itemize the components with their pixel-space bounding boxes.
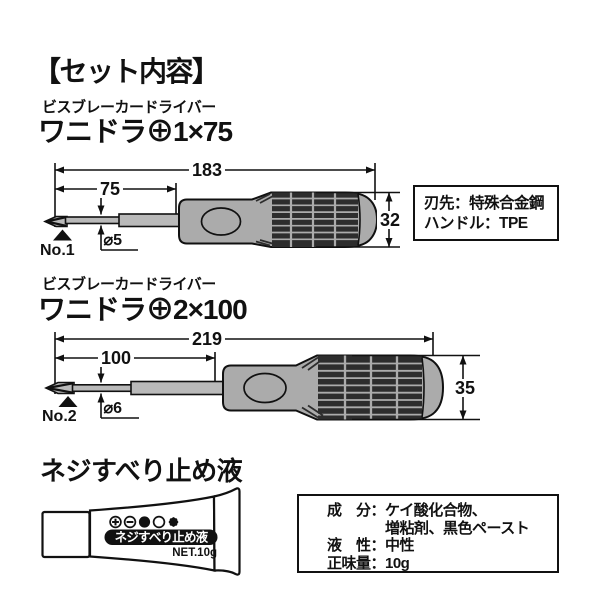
tube-cap	[41, 510, 91, 559]
round-head-icon	[152, 515, 166, 529]
driver2-shaft	[71, 383, 134, 393]
spec-handle-material: ハンドル：TPE	[424, 215, 528, 232]
spec-ingredients-line2: 増粘剤、黒色ペースト	[327, 519, 530, 537]
driver1-overall-length: 183	[188, 161, 226, 179]
tube-crimp-end	[212, 487, 241, 576]
driver2-shaft-length: 100	[97, 349, 135, 367]
driver1-spec-box: 刃先：特殊合金鋼 ハンドル：TPE	[413, 185, 559, 241]
driver1-illustration	[43, 191, 379, 248]
driver2-shaft-diameter: ⌀6	[103, 400, 123, 417]
driver2-name: ワニドラ⊕2×100	[38, 294, 248, 325]
driver1-category: ビスブレーカードライバー	[42, 99, 216, 116]
driver1-tip-pointer	[53, 229, 72, 241]
torx-screw-icon	[168, 517, 179, 527]
phillips-screw-icon	[109, 515, 122, 529]
driver1-name: ワニドラ⊕1×75	[38, 116, 233, 147]
spec-net-amount: 正味量：10g	[327, 554, 410, 572]
driver1-handle-oval	[200, 207, 242, 236]
driver2-handle-diameter: 35	[451, 378, 479, 397]
driver1-bolster	[118, 213, 181, 228]
driver2-illustration	[44, 354, 445, 421]
driver2-overall-length: 219	[188, 330, 226, 348]
liquid-spec-box: 成 分：ケイ酸化合物、 増粘剤、黒色ペースト 液 性：中性 正味量：10g	[297, 494, 559, 573]
page-title: 【セット内容】	[33, 56, 220, 87]
slotted-screw-icon	[123, 515, 137, 529]
hex-head-icon	[138, 516, 151, 528]
tube-illustration: ネジすべり止め液 NET.10g	[41, 487, 241, 576]
driver2-grip-ribs	[315, 355, 422, 420]
driver2-tip-number: No.2	[42, 408, 77, 425]
driver1-tip-number: No.1	[40, 242, 75, 259]
driver1-grip-ribs	[269, 192, 358, 247]
driver1-shaft-diameter: ⌀5	[103, 232, 123, 249]
spec-liquid-ph: 液 性：中性	[327, 537, 415, 554]
driver2-tip-pointer	[58, 396, 78, 407]
driver2-category: ビスブレーカードライバー	[42, 276, 216, 293]
driver1-shaft	[64, 216, 122, 225]
spec-blade-material: 刃先：特殊合金鋼	[424, 195, 545, 212]
tube-net-weight: NET.10g	[172, 547, 217, 559]
tube-label-text: ネジすべり止め液	[115, 530, 209, 545]
spec-ingredients-line1: 成 分：ケイ酸化合物、	[327, 502, 487, 519]
driver2-dimension-lines	[54, 332, 434, 419]
driver1-handle-diameter: 32	[376, 211, 404, 229]
driver1-shaft-length: 75	[96, 180, 124, 198]
driver2-bolster	[130, 380, 225, 396]
tube-label-plate	[104, 529, 218, 545]
driver2-handle-oval	[243, 372, 287, 404]
liquid-heading: ネジすべり止め液	[40, 456, 243, 486]
